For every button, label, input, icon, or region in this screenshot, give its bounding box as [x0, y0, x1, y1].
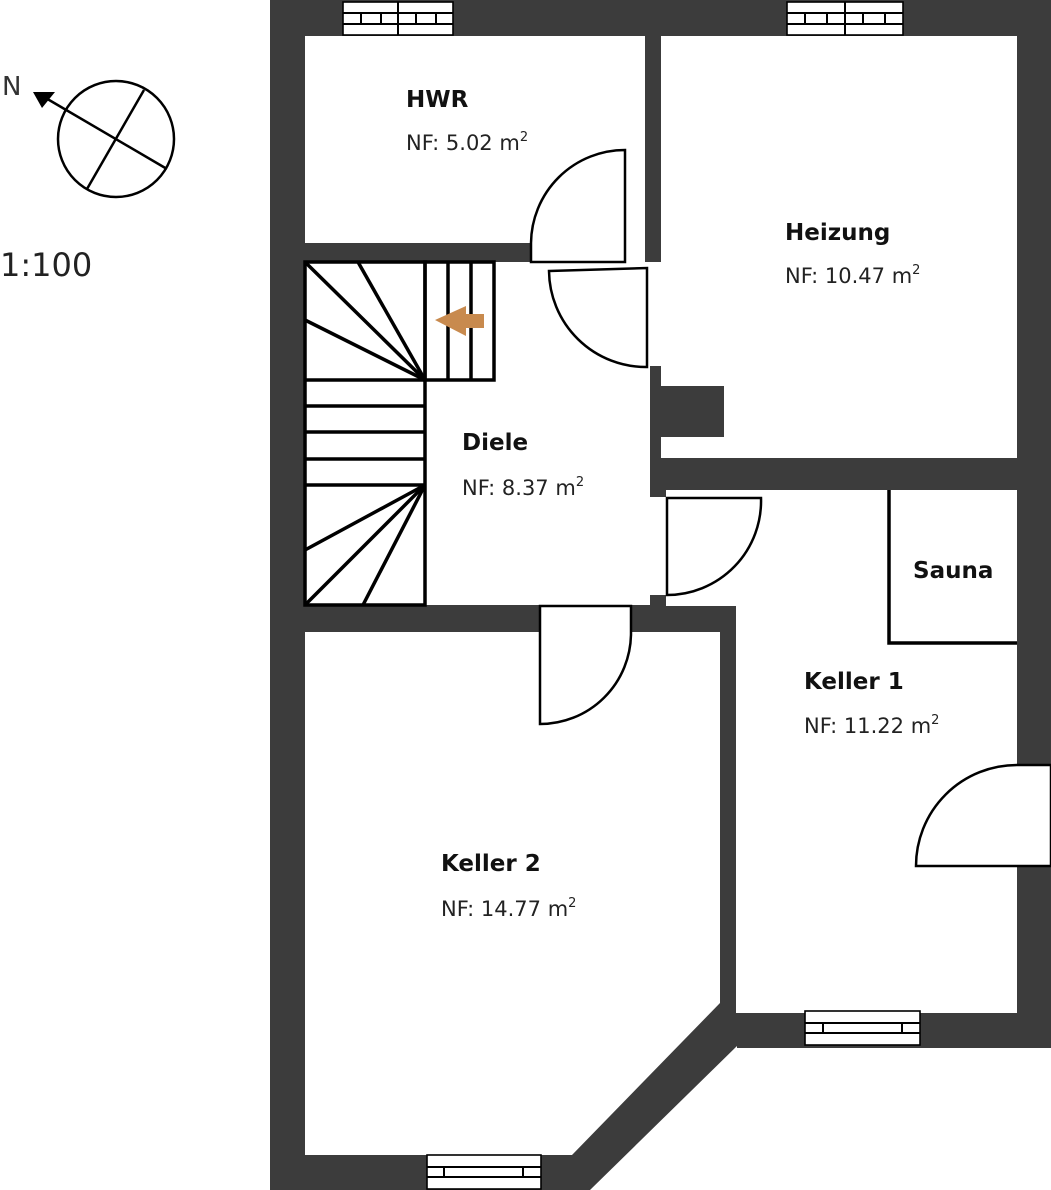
room-keller2-floor	[305, 632, 720, 1155]
room-heizung-floor	[661, 36, 1017, 458]
room-name: Diele	[462, 430, 528, 456]
stair-direction-arrow-icon	[435, 306, 484, 336]
scale-label: 1:100	[0, 246, 92, 284]
north-label: N	[2, 72, 21, 102]
door-hwr[interactable]	[529, 148, 627, 264]
room-area: NF: 11.22 m2	[804, 713, 939, 738]
north-compass: N	[2, 72, 176, 199]
compass-axis-ew	[85, 89, 146, 190]
north-arrow-icon	[33, 92, 55, 108]
room-label-keller1: Keller 1 NF: 11.22 m2	[804, 669, 939, 738]
door-exterior[interactable]	[914, 763, 1051, 868]
room-label-diele: Diele NF: 8.37 m2	[462, 430, 584, 500]
room-label-heizung: Heizung NF: 10.47 m2	[785, 220, 920, 288]
walls	[270, 0, 1051, 1190]
room-name: Keller 2	[441, 851, 541, 877]
room-name: Keller 1	[804, 669, 904, 695]
room-area: NF: 10.47 m2	[785, 263, 920, 288]
door-keller2[interactable]	[538, 604, 633, 726]
door-heizung[interactable]	[547, 266, 649, 369]
window-keller1	[804, 1010, 921, 1046]
staircase	[303, 260, 496, 607]
chimney	[661, 386, 724, 437]
compass-circle	[56, 79, 176, 199]
room-keller1-floor	[666, 490, 1017, 1013]
door-keller1[interactable]	[665, 496, 763, 597]
door-opening-keller1	[648, 497, 668, 592]
room-label-keller2: Keller 2 NF: 14.77 m2	[441, 851, 576, 921]
room-name: Heizung	[785, 220, 890, 246]
room-name: HWR	[406, 87, 469, 113]
window-keller2	[426, 1154, 542, 1190]
room-name: Sauna	[913, 558, 993, 584]
room-area: NF: 5.02 m2	[406, 130, 528, 155]
sauna-cabin	[887, 490, 1017, 645]
room-label-hwr: HWR NF: 5.02 m2	[406, 87, 528, 155]
room-label-sauna: Sauna	[913, 558, 993, 584]
compass-axis-ns	[43, 95, 168, 171]
room-area: NF: 14.77 m2	[441, 896, 576, 921]
room-area: NF: 8.37 m2	[462, 475, 584, 500]
window-top-right	[786, 1, 904, 36]
window-top-left	[342, 1, 454, 36]
